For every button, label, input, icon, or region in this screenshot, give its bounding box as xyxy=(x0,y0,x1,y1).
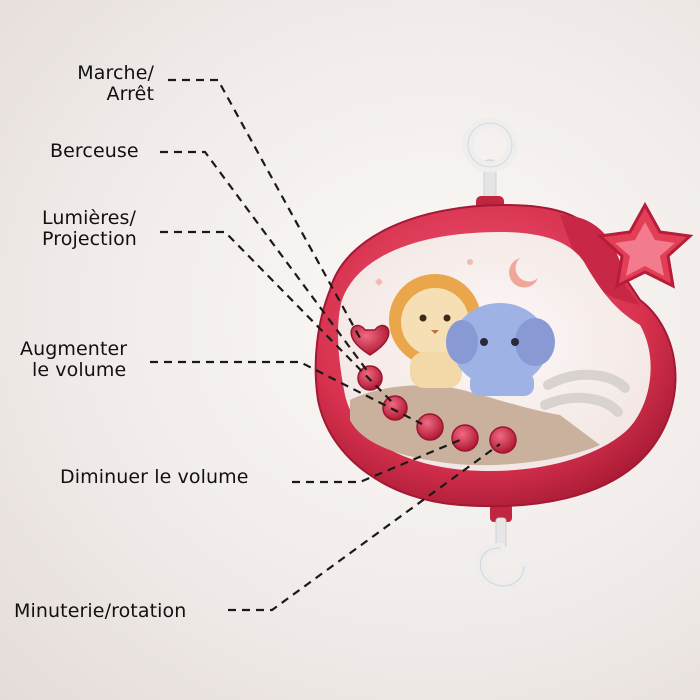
star-icon[interactable] xyxy=(596,201,694,289)
label-volume-up: Augmenter le volume xyxy=(20,339,127,381)
label-volume-up-line1: Augmenter xyxy=(20,338,128,360)
leader-line-volume-up xyxy=(150,360,423,425)
leader-line-timer xyxy=(228,443,501,612)
label-timer: Minuterie/rotation xyxy=(14,600,187,622)
sparkle-decoration xyxy=(375,278,383,286)
leader-lines xyxy=(150,78,501,612)
wave-decoration xyxy=(543,369,630,393)
leader-line-lights xyxy=(160,230,393,403)
label-volume-up-line2: le volume xyxy=(32,359,127,381)
elephant-icon xyxy=(446,303,555,396)
volume-up-button[interactable] xyxy=(416,413,444,441)
leader-line-power xyxy=(168,78,361,339)
label-lullaby: Berceuse xyxy=(50,140,139,162)
label-lights-line1: Lumières/ xyxy=(42,207,137,229)
label-power: Marche/ Arrêt xyxy=(54,63,154,105)
top-hook xyxy=(462,117,518,210)
lights-button[interactable] xyxy=(382,395,408,421)
lullaby-button[interactable] xyxy=(357,365,383,391)
bottom-hook xyxy=(475,504,529,591)
leader-line-volume-down xyxy=(292,438,461,484)
label-power-line1: Marche/ xyxy=(77,62,154,84)
heart-icon[interactable] xyxy=(350,324,390,356)
control-buttons xyxy=(357,365,517,454)
timer-button[interactable] xyxy=(489,426,517,454)
moon-icon xyxy=(509,258,538,288)
label-lights-line2: Projection xyxy=(42,228,137,250)
label-power-line2: Arrêt xyxy=(106,83,154,105)
label-lights: Lumières/ Projection xyxy=(42,208,137,250)
dot-decoration xyxy=(467,259,473,265)
volume-down-button[interactable] xyxy=(451,424,479,452)
wave-decoration xyxy=(540,392,623,417)
label-volume-down: Diminuer le volume xyxy=(60,466,249,488)
leader-line-lullaby xyxy=(160,150,369,373)
ground-hill xyxy=(350,385,600,466)
